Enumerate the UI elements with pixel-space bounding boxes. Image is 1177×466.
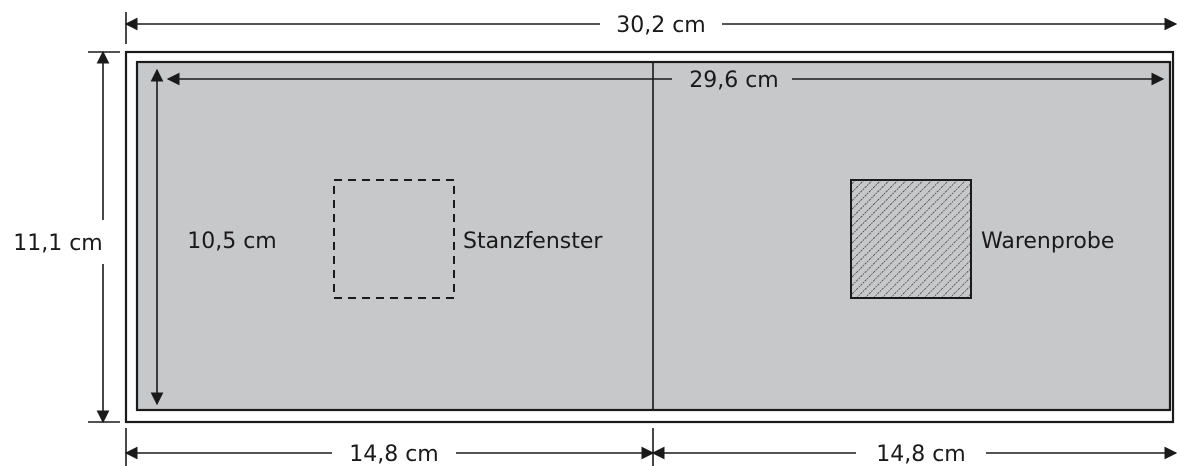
product-sample-label: Warenprobe: [981, 229, 1114, 254]
outer-width-label: 30,2 cm: [616, 13, 706, 38]
inner-width-label: 29,6 cm: [689, 68, 779, 93]
outer-height-label: 11,1 cm: [13, 231, 103, 256]
right-half-label: 14,8 cm: [876, 442, 966, 466]
product-sample: [850, 179, 972, 299]
left-half-label: 14,8 cm: [349, 442, 439, 466]
punch-window: [333, 179, 455, 299]
inner-height-label: 10,5 cm: [187, 229, 277, 254]
punch-window-label: Stanzfenster: [463, 229, 603, 254]
